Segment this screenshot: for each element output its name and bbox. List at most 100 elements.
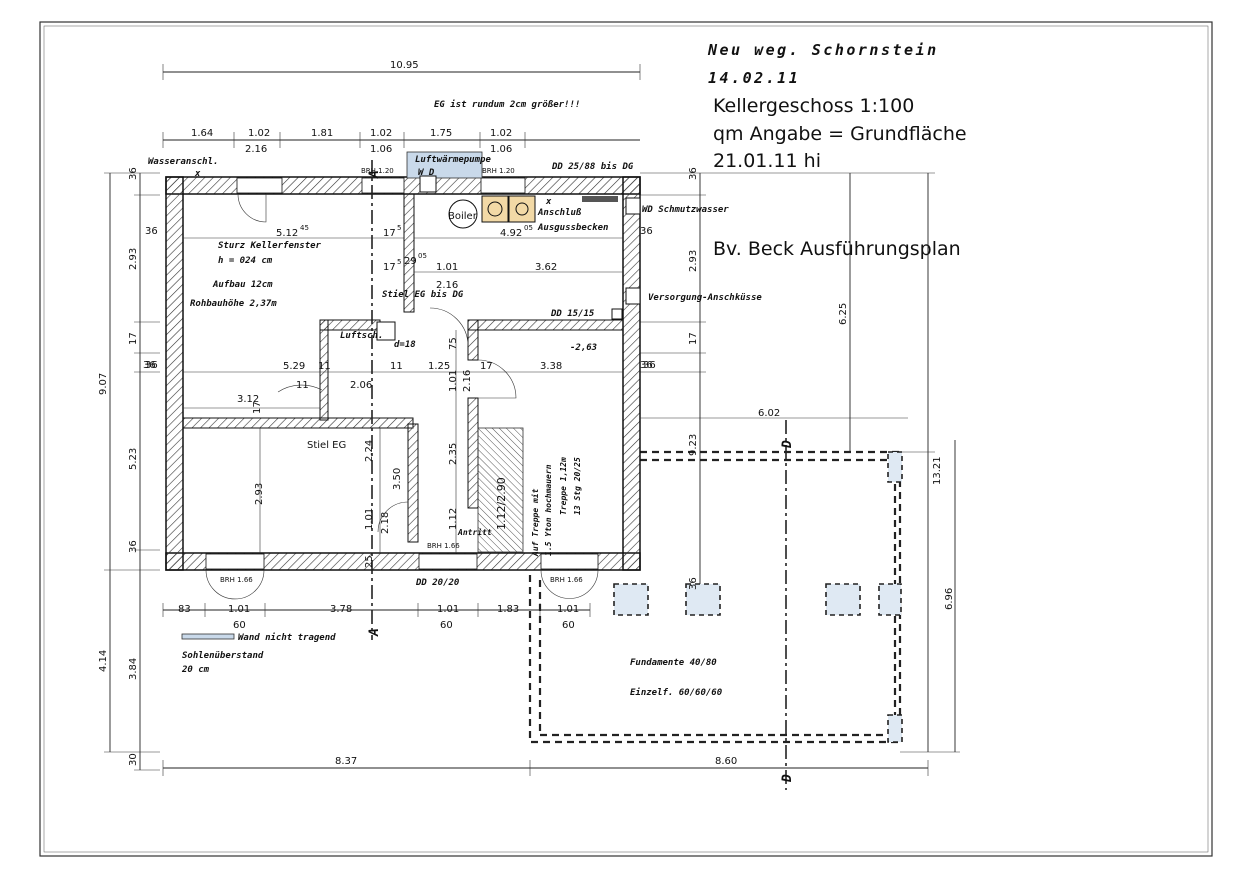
dim-175c: 17: [480, 361, 493, 372]
dim-365a: 36: [145, 226, 158, 237]
dim-362: 3.62: [535, 262, 557, 273]
dim-29: 29: [404, 256, 417, 267]
dim-365b: 36: [640, 226, 653, 237]
dim-bottom-6: 1.01: [557, 604, 579, 615]
label-rohbau: Rohbauhöhe 2,37m: [190, 299, 277, 309]
section-a-bottom: A: [367, 628, 382, 637]
dim-left-9: 4.14: [98, 650, 109, 672]
dim-115a: 11: [318, 361, 331, 372]
header-line5: 21.01.11 hi: [713, 150, 821, 172]
label-luftsch: Luftsch.: [340, 331, 383, 341]
label-sturz: Sturz Kellerfenster: [218, 241, 322, 251]
dim-top-1: 1.64: [191, 128, 213, 139]
dim-top-5: 1.75: [430, 128, 452, 139]
dim-115b: 11: [296, 380, 309, 391]
section-line-a: A A: [367, 160, 382, 640]
dim-101b: 1.01: [448, 370, 459, 392]
label-wasseranschl: Wasseranschl.: [148, 157, 218, 167]
dim-bottom-5: 1.83: [497, 604, 519, 615]
dim-17d: 17: [252, 401, 263, 414]
dim-492-sup: 05: [524, 224, 533, 232]
dim-216b: 2.16: [462, 370, 473, 392]
label-sohlen2: 20 cm: [181, 665, 210, 675]
dim-365d: 36: [688, 577, 699, 590]
sink-1: [481, 195, 509, 223]
inner-frame: [43, 25, 1209, 853]
dim-bottom-overall-2: 8.60: [715, 756, 737, 767]
dim-175b: 17: [383, 262, 396, 273]
dim-101c: 1.01: [364, 508, 375, 530]
label-anschluss: Anschluß: [537, 208, 582, 218]
dim-216: 2.16: [436, 280, 458, 291]
label-brh120a: BRH 1.20: [361, 167, 394, 175]
label-x1: x: [194, 169, 201, 179]
note-top: EG ist rundum 2cm größer!!!: [434, 99, 580, 110]
sink-2: [508, 195, 536, 223]
project-title: Bv. Beck Ausführungsplan: [713, 238, 961, 260]
dim-529: 5.29: [283, 361, 305, 372]
dim-29-sup: 05: [418, 252, 427, 260]
dim-365c: 36: [145, 360, 158, 371]
doors: [205, 193, 599, 600]
label-dd-top: DD 25/88 bis DG: [551, 161, 634, 172]
label-brh120b: BRH 1.20: [482, 167, 515, 175]
dim-top-9: 1.06: [490, 144, 512, 155]
dim-bottom-1: 83: [178, 604, 191, 615]
dim-175b-sup: 5: [397, 258, 401, 266]
dim-235: 2.35: [448, 443, 459, 465]
section-line-d: D D: [780, 420, 795, 790]
label-treppe3: Treppe 1,12m: [559, 457, 568, 515]
dim-right-6: 13.21: [932, 456, 943, 485]
inner-dimensions: 5.12 45 4.92 05 17 5 17 5 29 05 1.01 2.1…: [145, 224, 780, 590]
label-treppe2: 1.5 Yton hochmauern: [544, 464, 553, 556]
label-luftwaerme: Luftwärmepumpe: [415, 155, 491, 165]
dim-115c: 11: [390, 361, 403, 372]
dim-bottom-4: 1.01: [437, 604, 459, 615]
label-brh166c: BRH 1.66: [550, 576, 583, 584]
label-treppe1: Auf Treppe mit: [530, 488, 540, 557]
dim-338: 3.38: [540, 361, 562, 372]
dim-365e: 36: [640, 360, 653, 371]
dim-224: 2.24: [364, 440, 375, 462]
dim-112: 1.12: [448, 508, 459, 530]
dim-top-3: 1.81: [311, 128, 333, 139]
label-boiler: Boiler: [448, 211, 478, 222]
top-dimensions: 10.95 1.64 1.02 1.81 1.02 1.75 1.02 2.16…: [162, 60, 641, 155]
dim-top-7: 2.16: [245, 144, 267, 155]
dim-101: 1.01: [436, 262, 458, 273]
outer-frame: [39, 21, 1213, 857]
dim-350: 3.50: [392, 468, 403, 490]
dim-218: 2.18: [380, 512, 391, 534]
dim-overall-top: 10.95: [390, 60, 419, 71]
section-d-top: D: [780, 440, 795, 449]
dim-top-8: 1.06: [370, 144, 392, 155]
dim-right-2: 2.93: [688, 250, 699, 272]
dim-left-2: 2.93: [128, 248, 139, 270]
room-labels: Wasseranschl. x Luftwärmepumpe W D BRH 1…: [148, 155, 762, 698]
building-walls: [165, 151, 641, 571]
dim-left-5: 5.23: [128, 448, 139, 470]
header-line4: qm Angabe = Grundfläche: [713, 123, 967, 145]
foundation-outline: [528, 450, 903, 744]
label-dd20: DD 20/20: [415, 578, 460, 588]
dim-175a: 17: [383, 228, 396, 239]
dim-right-3: 17: [688, 332, 699, 345]
dim-bottom-8: 60: [440, 620, 453, 631]
dim-bottom-overall-1: 8.37: [335, 756, 357, 767]
dim-right-5: 6.25: [838, 303, 849, 325]
dim-left-overall: 9.07: [98, 373, 109, 395]
label-wand: Wand nicht tragend: [238, 632, 336, 643]
boiler-symbol: [448, 199, 478, 229]
label-stiel-eg-dg: Stiel EG bis DG: [382, 289, 464, 300]
fixtures: [448, 195, 536, 229]
dim-left-8: 30: [128, 753, 139, 766]
dim-right-4: 36: [643, 360, 656, 371]
dim-75: 75: [448, 337, 459, 350]
label-ausguss: Ausgussbecken: [537, 223, 608, 233]
dim-top-2: 1.02: [248, 128, 270, 139]
dim-top-6: 1.02: [490, 128, 512, 139]
dim-left-3: 17: [128, 332, 139, 345]
label-d18: d=18: [394, 340, 416, 350]
label-stiel-eg: Stiel EG: [307, 440, 346, 451]
